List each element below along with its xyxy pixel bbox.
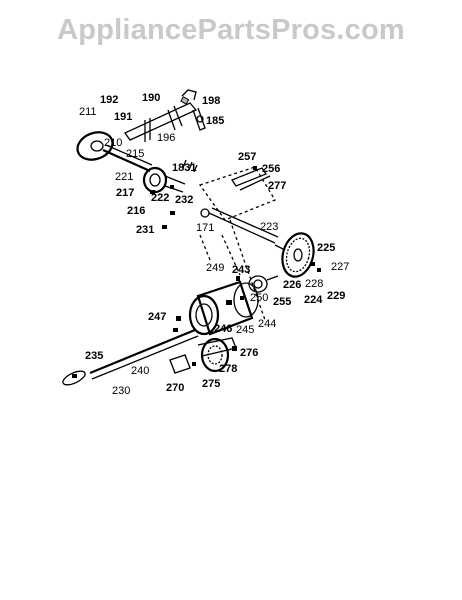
label-1831: 1831 (172, 162, 196, 174)
label-240: 240 (131, 365, 149, 377)
label-276: 276 (240, 347, 258, 359)
label-211: 211 (79, 106, 97, 118)
label-256: 256 (262, 163, 280, 175)
watermark-logo: AppliancePartsPros.com (57, 14, 405, 46)
label-222: 222 (151, 192, 169, 204)
label-249: 249 (206, 262, 224, 274)
label-257: 257 (238, 151, 256, 163)
label-215: 215 (126, 148, 144, 160)
label-171: 171 (196, 222, 214, 234)
label-270: 270 (166, 382, 184, 394)
label-198: 198 (202, 95, 220, 107)
part-211-disc (76, 131, 114, 161)
label-244: 244 (258, 318, 276, 330)
label-191: 191 (114, 111, 132, 123)
part-215-shaft (102, 144, 153, 173)
label-250: 250 (250, 292, 268, 304)
label-226: 226 (283, 279, 301, 291)
label-225: 225 (317, 242, 335, 254)
label-278: 278 (219, 363, 237, 375)
label-232: 232 (175, 194, 193, 206)
label-243: 243 (232, 264, 250, 276)
part-221-hub (142, 166, 186, 194)
label-190: 190 (142, 92, 160, 104)
part-276-gear (197, 337, 237, 373)
label-217: 217 (116, 187, 134, 199)
label-185: 185 (206, 115, 224, 127)
label-255: 255 (273, 296, 291, 308)
label-231: 231 (136, 224, 154, 236)
label-192: 192 (100, 94, 118, 106)
label-235: 235 (85, 350, 103, 362)
label-247: 247 (148, 311, 166, 323)
label-275: 275 (202, 378, 220, 390)
label-221: 221 (115, 171, 133, 183)
label-228: 228 (305, 278, 323, 290)
part-230-washer (62, 370, 86, 386)
part-247-bolt (173, 316, 181, 332)
frame-dashed-lines (198, 166, 276, 321)
label-216: 216 (127, 205, 145, 217)
label-196: 196 (157, 132, 175, 144)
label-245: 245 (236, 324, 254, 336)
part-1831-bolt (182, 159, 198, 173)
part-small-fasteners (162, 207, 279, 244)
part-246-drum (188, 280, 259, 336)
label-223: 223 (260, 221, 278, 233)
label-277: 277 (268, 180, 286, 192)
label-229: 229 (327, 290, 345, 302)
label-227: 227 (331, 261, 349, 273)
part-256-bracket (231, 166, 271, 191)
label-246: 246 (214, 323, 232, 335)
label-210: 210 (104, 137, 122, 149)
part-270-bracket (169, 354, 196, 374)
label-230: 230 (112, 385, 130, 397)
part-243-hub (236, 275, 279, 293)
part-linkage-upper (124, 89, 206, 142)
part-240-shaft (89, 328, 199, 380)
label-224: 224 (304, 294, 323, 306)
part-225-gear (274, 232, 321, 278)
